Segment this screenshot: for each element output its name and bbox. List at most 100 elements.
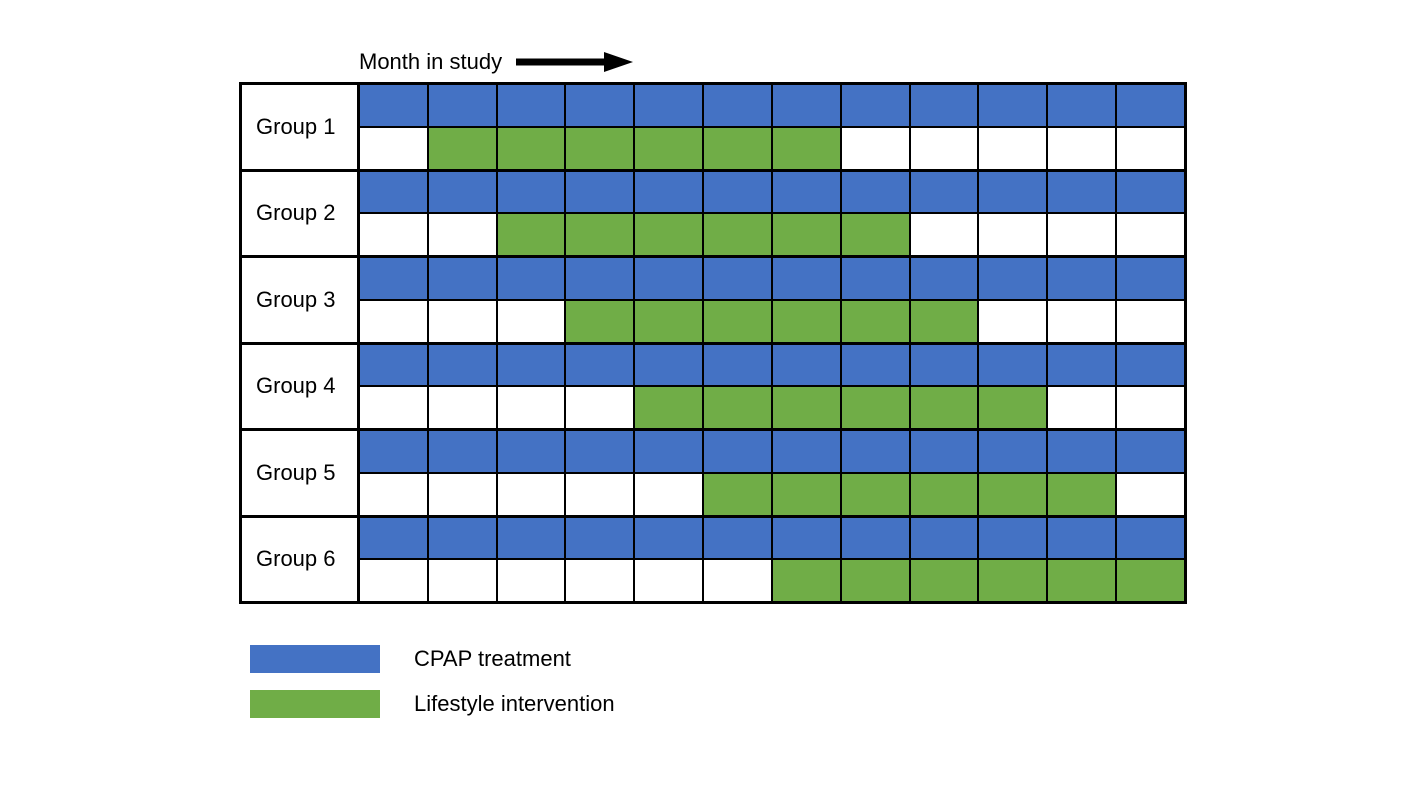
cell-life-g6-m2: [428, 560, 498, 601]
cell-cpap-g6-m2: [428, 517, 498, 559]
cell-cpap-g1-m11: [1048, 85, 1118, 126]
chart-header: Month in study: [359, 46, 634, 78]
cell-cpap-g2-m6: [704, 171, 773, 213]
cell-life-g1-m10: [979, 127, 1049, 169]
cell-life-g3-m8: [841, 300, 911, 342]
cell-cpap-g3-m3: [497, 258, 567, 299]
cell-cpap-g5-m7: [772, 431, 842, 472]
cell-life-g4-m2: [428, 387, 498, 428]
cell-cpap-g1-m6: [704, 85, 773, 126]
cell-cpap-g5-m6: [704, 431, 773, 472]
cell-cpap-g3-m4: [566, 258, 636, 299]
cell-cpap-g3-m7: [772, 258, 842, 299]
cell-cpap-g5-m9: [910, 431, 980, 472]
cell-life-g6-m8: [841, 560, 911, 601]
cell-cpap-g6-m5: [635, 517, 705, 559]
blue-swatch-icon: [250, 645, 380, 673]
cell-life-g4-m1: [360, 387, 429, 428]
cell-life-g5-m7: [772, 473, 842, 515]
cell-life-g2-m7: [772, 214, 842, 255]
cell-cpap-g2-m4: [566, 171, 636, 213]
cell-life-g2-m10: [979, 214, 1049, 255]
cell-life-g4-m3: [497, 387, 567, 428]
cell-cpap-g1-m3: [497, 85, 567, 126]
cell-cpap-g1-m4: [566, 85, 636, 126]
cell-life-g1-m12: [1117, 127, 1184, 169]
table-row: Group 1: [242, 85, 1184, 172]
cell-cpap-g1-m12: [1117, 85, 1184, 126]
cell-cpap-g1-m7: [772, 85, 842, 126]
lifestyle-track-5: [360, 473, 1184, 515]
cpap-track-3: [360, 258, 1184, 301]
cell-cpap-g6-m3: [497, 517, 567, 559]
legend-label-lifestyle: Lifestyle intervention: [414, 691, 615, 716]
group-label-6: Group 6: [242, 517, 360, 601]
cell-life-g6-m11: [1048, 560, 1118, 601]
cell-life-g6-m4: [566, 560, 636, 601]
group-tracks-2: [360, 171, 1184, 255]
cell-cpap-g2-m9: [910, 171, 980, 213]
lifestyle-track-2: [360, 214, 1184, 255]
lifestyle-track-4: [360, 387, 1184, 428]
cell-life-g5-m10: [979, 473, 1049, 515]
cell-cpap-g1-m8: [841, 85, 911, 126]
cell-cpap-g3-m8: [841, 258, 911, 299]
cell-life-g3-m5: [635, 300, 705, 342]
cell-cpap-g6-m11: [1048, 517, 1118, 559]
cell-life-g2-m12: [1117, 214, 1184, 255]
cell-life-g2-m11: [1048, 214, 1118, 255]
lifestyle-track-6: [360, 560, 1184, 601]
cell-life-g3-m1: [360, 300, 429, 342]
cell-life-g3-m3: [497, 300, 567, 342]
cell-life-g2-m9: [910, 214, 980, 255]
cell-life-g2-m1: [360, 214, 429, 255]
cell-cpap-g6-m12: [1117, 517, 1184, 559]
cell-life-g4-m12: [1117, 387, 1184, 428]
cell-cpap-g5-m8: [841, 431, 911, 472]
group-label-3: Group 3: [242, 258, 360, 342]
group-tracks-3: [360, 258, 1184, 342]
cell-cpap-g2-m10: [979, 171, 1049, 213]
cell-life-g2-m4: [566, 214, 636, 255]
cell-life-g5-m4: [566, 473, 636, 515]
green-swatch-icon: [250, 690, 380, 718]
x-axis-title: Month in study: [359, 49, 503, 74]
cell-life-g6-m7: [772, 560, 842, 601]
cell-life-g2-m3: [497, 214, 567, 255]
cell-cpap-g4-m8: [841, 344, 911, 386]
cell-cpap-g3-m10: [979, 258, 1049, 299]
cell-cpap-g1-m9: [910, 85, 980, 126]
cell-life-g5-m3: [497, 473, 567, 515]
cell-cpap-g4-m11: [1048, 344, 1118, 386]
cell-cpap-g6-m10: [979, 517, 1049, 559]
cell-cpap-g5-m12: [1117, 431, 1184, 472]
cell-life-g6-m3: [497, 560, 567, 601]
cell-life-g6-m1: [360, 560, 429, 601]
cell-life-g1-m2: [428, 127, 498, 169]
cell-cpap-g4-m6: [704, 344, 773, 386]
cell-life-g4-m5: [635, 387, 705, 428]
cell-cpap-g2-m11: [1048, 171, 1118, 213]
cell-life-g5-m5: [635, 473, 705, 515]
cell-life-g5-m11: [1048, 473, 1118, 515]
cell-cpap-g5-m2: [428, 431, 498, 472]
cell-life-g3-m12: [1117, 300, 1184, 342]
cell-cpap-g2-m2: [428, 171, 498, 213]
cell-cpap-g6-m8: [841, 517, 911, 559]
group-tracks-5: [360, 431, 1184, 515]
group-label-1: Group 1: [242, 85, 360, 169]
cell-life-g1-m4: [566, 127, 636, 169]
cpap-track-6: [360, 517, 1184, 561]
cell-cpap-g2-m12: [1117, 171, 1184, 213]
cell-life-g1-m3: [497, 127, 567, 169]
group-tracks-6: [360, 517, 1184, 601]
cell-cpap-g2-m8: [841, 171, 911, 213]
cpap-track-5: [360, 431, 1184, 474]
cell-cpap-g3-m11: [1048, 258, 1118, 299]
cell-cpap-g2-m5: [635, 171, 705, 213]
cell-cpap-g4-m1: [360, 344, 429, 386]
cell-life-g6-m12: [1117, 560, 1184, 601]
cell-cpap-g1-m10: [979, 85, 1049, 126]
lifestyle-track-1: [360, 127, 1184, 169]
cell-cpap-g6-m7: [772, 517, 842, 559]
